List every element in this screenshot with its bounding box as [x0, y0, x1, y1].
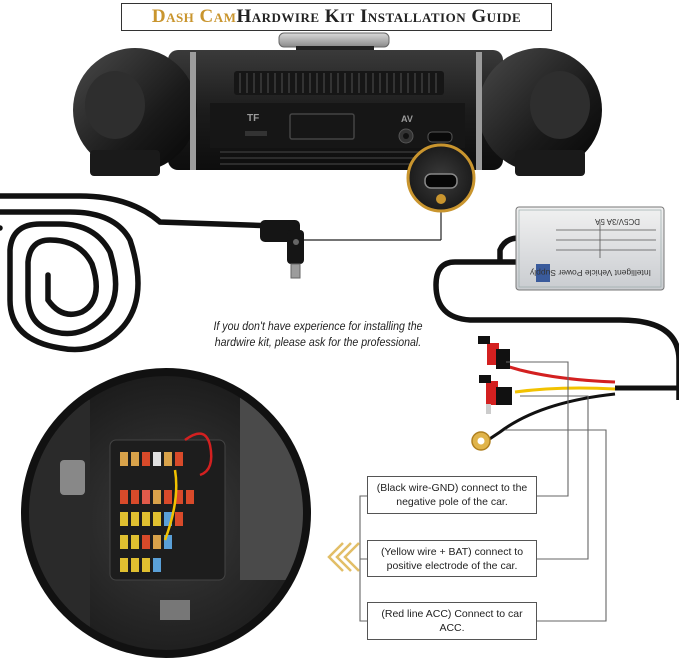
av-label: AV	[401, 114, 413, 124]
arrow-chevrons	[327, 542, 360, 572]
usb-port-zoom	[295, 143, 476, 241]
warning-text: If you don't have experience for install…	[213, 321, 423, 349]
note-black-wire: (Black wire-GND) connect to the negative…	[367, 476, 537, 514]
wiring-harness	[471, 336, 679, 451]
note-yellow-wire: (Yellow wire + BAT) connect to positive …	[367, 540, 537, 577]
converter-brand: Intelligent Vehicle Power Supply	[529, 268, 651, 278]
fuse-box-photo	[21, 368, 311, 658]
note-red-wire: (Red line ACC) Connect to car ACC.	[367, 602, 537, 640]
title-rest: Hardwire Kit Installation Guide	[236, 6, 522, 27]
callout-lines	[359, 361, 607, 622]
tf-label: TF	[247, 113, 259, 124]
title-accent: Dash Cam	[151, 6, 237, 27]
converter-model: DC5V/3A 5A	[594, 217, 640, 226]
power-converter	[433, 206, 679, 400]
dash-cam	[73, 48, 602, 176]
usb-c-plug	[260, 220, 304, 279]
page-title: Dash Cam Hardwire Kit Installation Guide	[121, 3, 552, 31]
power-cable	[0, 193, 278, 353]
